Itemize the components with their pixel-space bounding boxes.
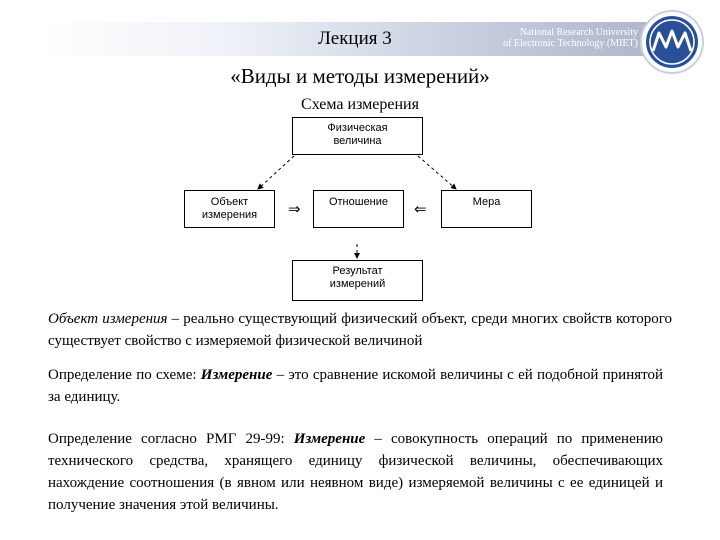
def2-term: Измерение <box>293 431 366 447</box>
box-label: Мера <box>472 196 501 208</box>
miet-logo-icon <box>640 10 704 74</box>
box-label: измерения <box>201 209 258 221</box>
box-measure: Мера <box>441 190 532 228</box>
page-title: «Виды и методы измерений» <box>230 64 490 88</box>
university-line-2: of Electronic Technology (MIET) <box>503 38 638 49</box>
def1-term: Измерение <box>200 367 273 383</box>
arrow-to-measure <box>417 155 457 190</box>
box-label: Физическая <box>327 122 388 134</box>
box-physical-quantity: Физическая величина <box>292 117 423 155</box>
lecture-label: Лекция 3 <box>318 28 392 49</box>
def2-text: – совокупность операций по применению те… <box>48 431 663 513</box>
box-relation: Отношение <box>313 190 404 228</box>
header: Лекция 3 National Research University of… <box>0 10 720 74</box>
university-line-1: National Research University <box>519 27 638 38</box>
object-definition: Объект измерения – реально существующий … <box>48 308 672 352</box>
arrow-to-object <box>257 155 295 190</box>
box-label: Результат <box>332 265 383 277</box>
def1-text: – это сравнение искомой величины с ей по… <box>48 367 664 405</box>
box-label: Отношение <box>328 196 389 208</box>
box-label: величина <box>333 135 382 147</box>
right-arrow-symbol: ⇒ <box>288 200 301 218</box>
scheme-definition: Определение по схеме: Измерение – это ср… <box>48 364 663 408</box>
box-label: Объект <box>210 196 249 208</box>
def2-lead: Определение согласно РМГ 29-99: <box>48 431 294 447</box>
rmg-definition: Определение согласно РМГ 29-99: Измерени… <box>48 428 663 516</box>
object-term: Объект измерения <box>48 311 168 327</box>
diagram-title: Схема измерения <box>301 96 419 113</box>
header-band <box>40 22 680 56</box>
box-label: измерений <box>329 278 386 290</box>
box-object: Объект измерения <box>184 190 275 228</box>
box-result: Результат измерений <box>292 260 423 301</box>
left-arrow-symbol: ⇐ <box>414 200 427 218</box>
def1-lead: Определение по схеме: <box>48 367 201 383</box>
object-text: – реально существующий физический объект… <box>48 311 673 349</box>
university-name: National Research University of Electron… <box>470 27 638 49</box>
